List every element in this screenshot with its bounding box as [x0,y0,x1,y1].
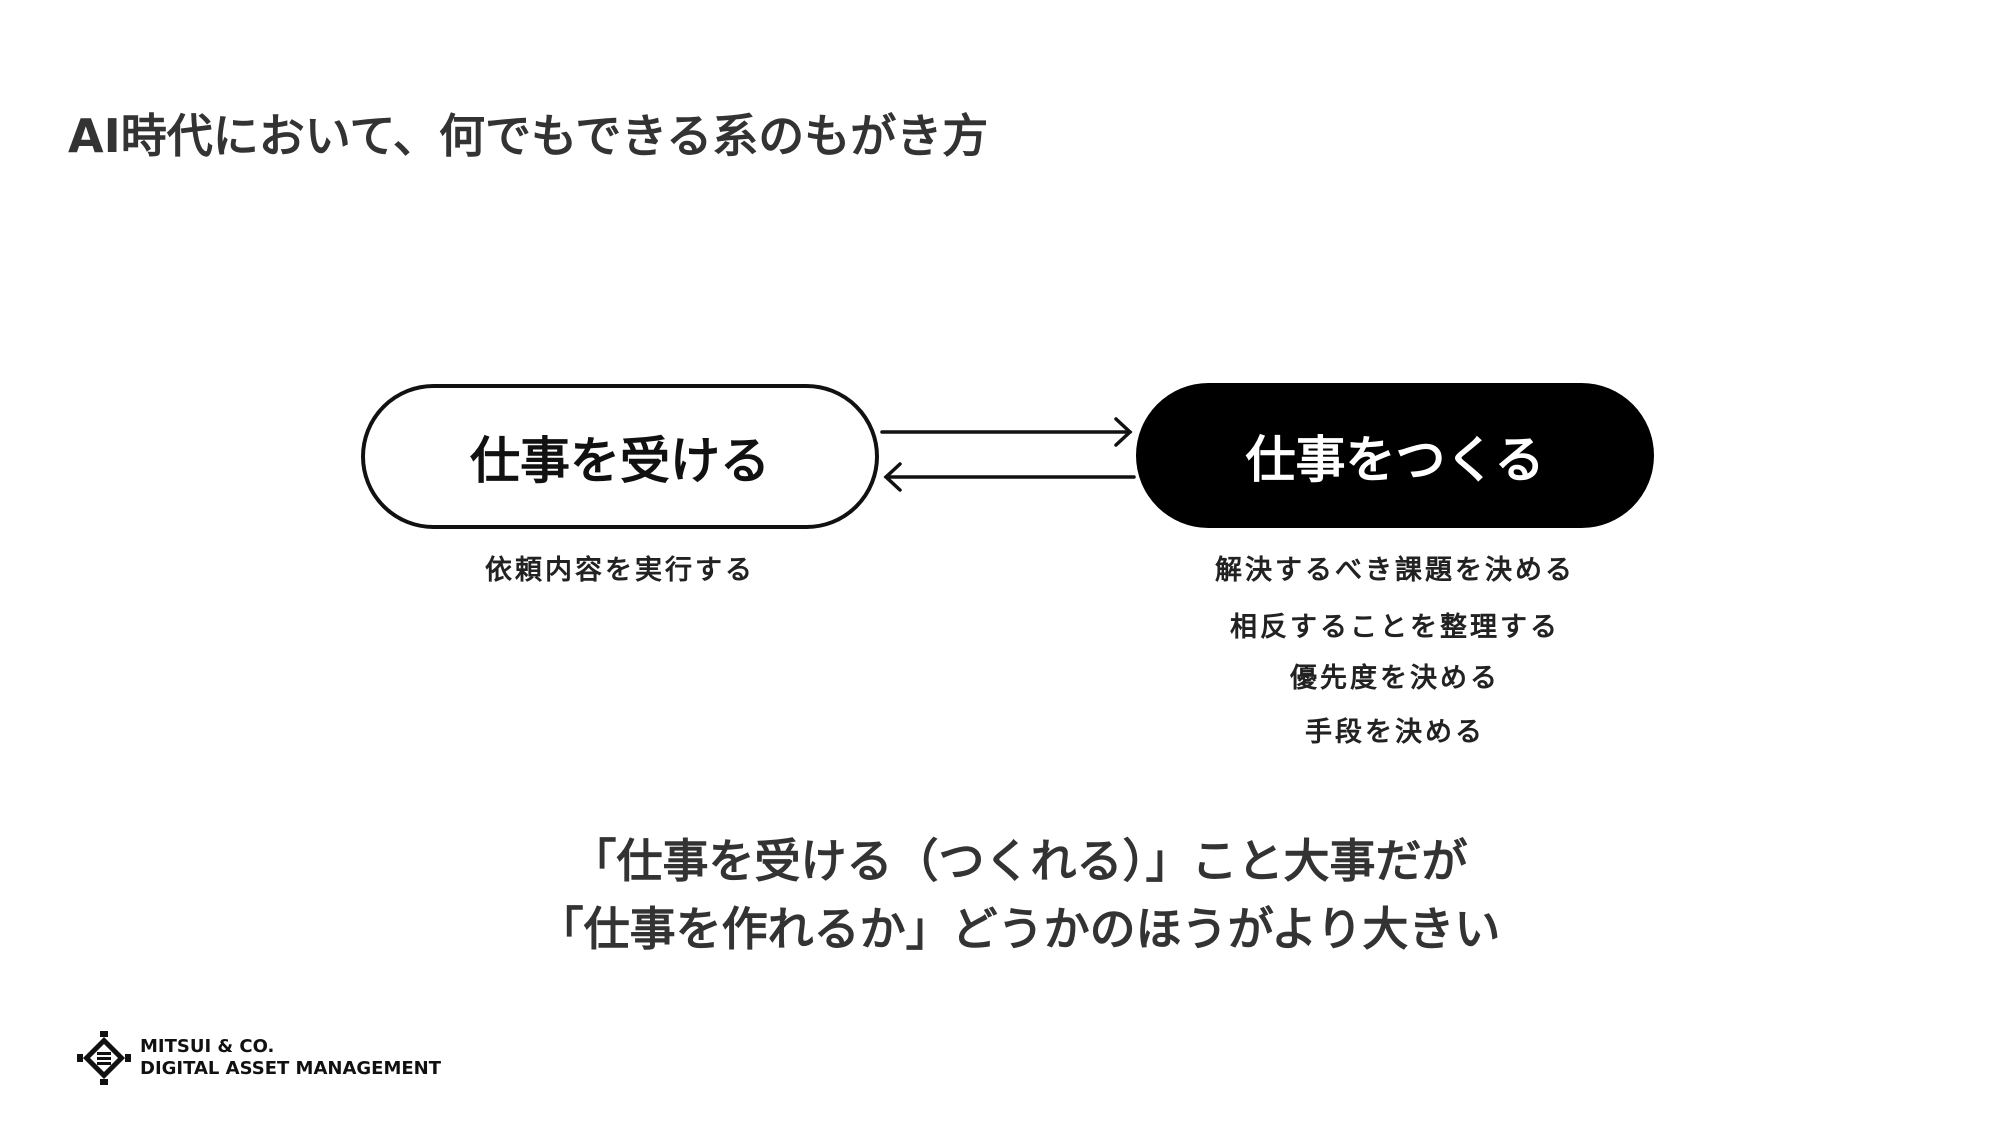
mitsui-logo-icon [77,1031,131,1085]
conclusion-line-1: 「仕事を受ける（つくれる）」こと大事だが [570,834,1468,888]
bidirectional-arrows-icon [880,417,1136,492]
create-work-box: 仕事をつくる [1136,383,1654,528]
company-logo-text: MITSUI & CO. DIGITAL ASSET MANAGEMENT [140,1036,441,1080]
receive-work-box: 仕事を受ける [361,384,879,529]
create-work-item: 解決するべき課題を決める [1215,555,1575,586]
create-work-item: 優先度を決める [1290,663,1500,694]
slide-title: AI時代において、何でもできる系のもがき方 [68,109,989,163]
receive-work-item: 依頼内容を実行する [485,555,755,586]
logo-line-2: DIGITAL ASSET MANAGEMENT [140,1058,442,1079]
create-work-item: 手段を決める [1305,717,1485,748]
create-work-item: 相反することを整理する [1230,612,1560,643]
conclusion-line-2: 「仕事を作れるか」どうかのほうがより大きい [537,902,1501,956]
logo-line-1: MITSUI & CO. [140,1036,275,1057]
